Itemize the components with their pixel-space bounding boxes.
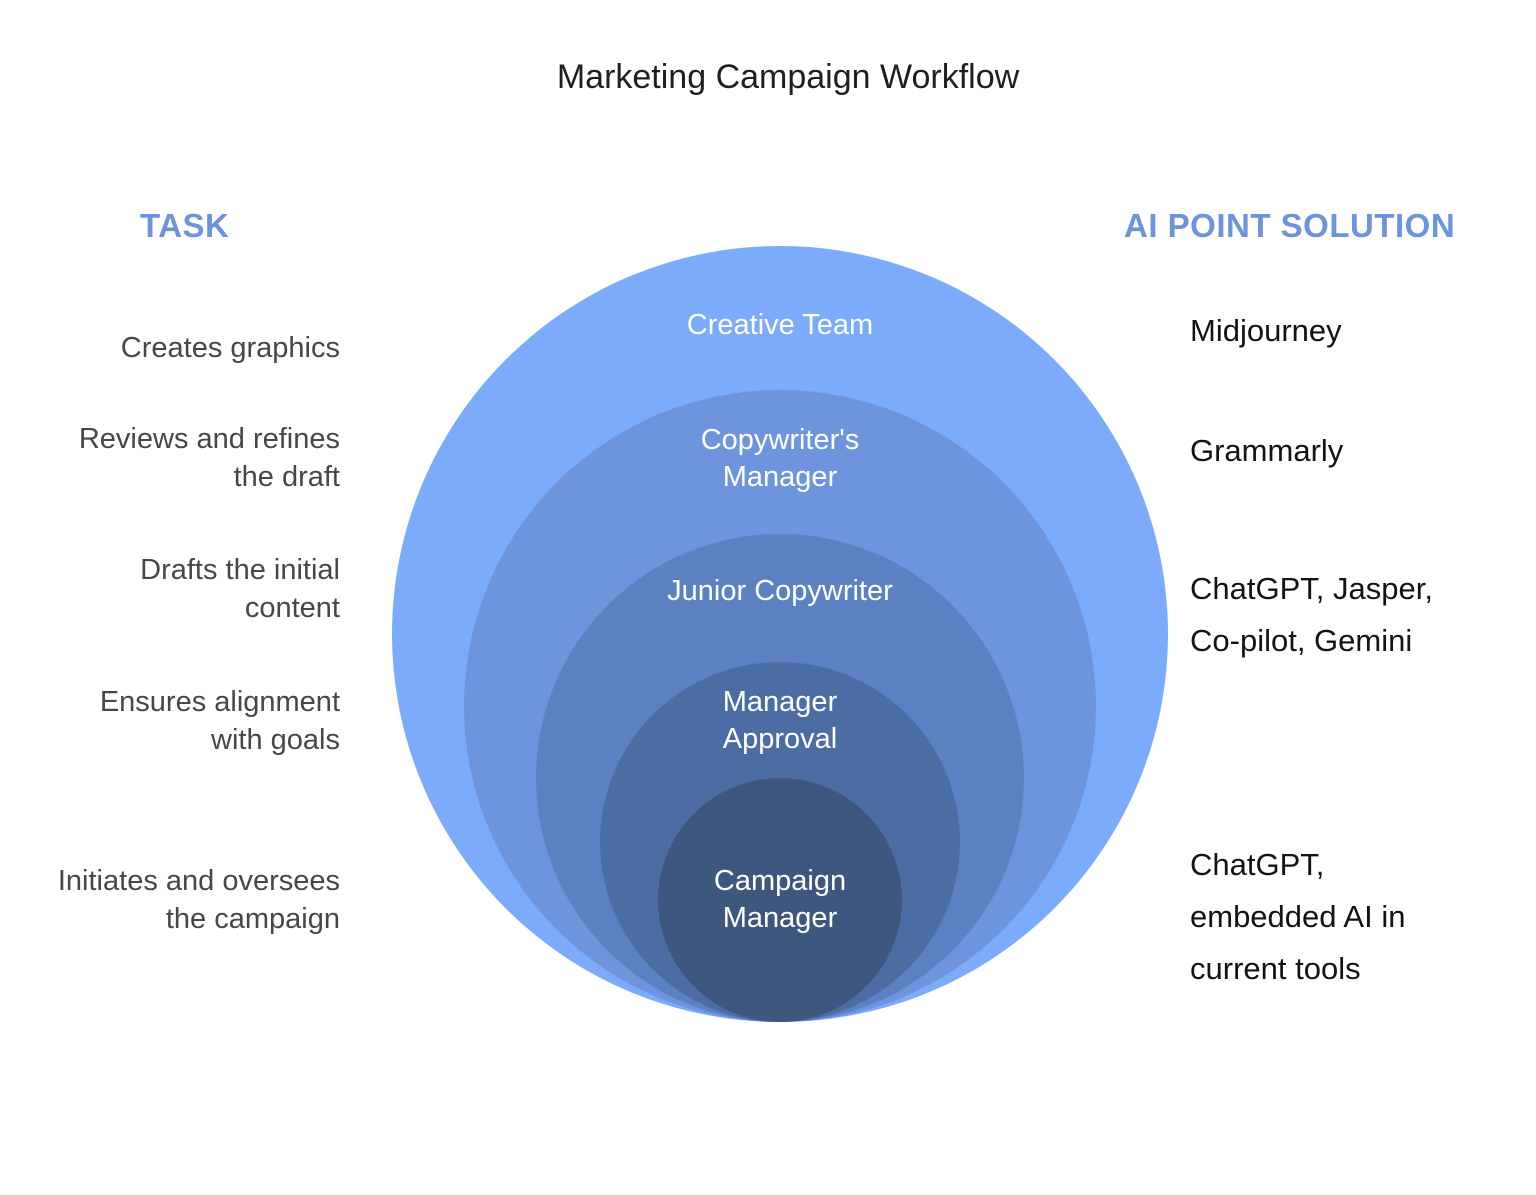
ring-label-copywriters-manager: Copywriter's Manager xyxy=(700,424,860,493)
ring-label-creative-team: Creative Team xyxy=(686,309,874,341)
ring-label-campaign-manager: Campaign Manager xyxy=(713,865,847,934)
ring-label-junior-copywriter: Junior Copywriter xyxy=(667,575,893,607)
solution-midjourney: Midjourney xyxy=(1190,313,1342,348)
page-title: Marketing Campaign Workflow xyxy=(556,58,1020,96)
task-reviews-refines-draft: Reviews and refines the draft xyxy=(78,423,340,493)
task-column-heading: TASK xyxy=(140,207,230,244)
ring-campaign-manager xyxy=(658,778,902,1022)
task-initiates-oversees-campaign: Initiates and oversees the campaign xyxy=(57,865,340,935)
ring-label-manager-approval: Manager Approval xyxy=(722,686,838,755)
solution-chatgpt-jasper-copilot-gemini: ChatGPT, Jasper, Co-pilot, Gemini xyxy=(1190,571,1433,658)
solution-grammarly: Grammarly xyxy=(1190,433,1344,468)
task-ensures-alignment: Ensures alignment with goals xyxy=(99,686,340,756)
ai-point-solution-column-heading: AI POINT SOLUTION xyxy=(1124,207,1456,244)
task-drafts-initial-content: Drafts the initial content xyxy=(140,554,340,624)
task-creates-graphics: Creates graphics xyxy=(120,332,340,364)
solution-chatgpt-embedded-ai: ChatGPT, embedded AI in current tools xyxy=(1190,847,1406,986)
